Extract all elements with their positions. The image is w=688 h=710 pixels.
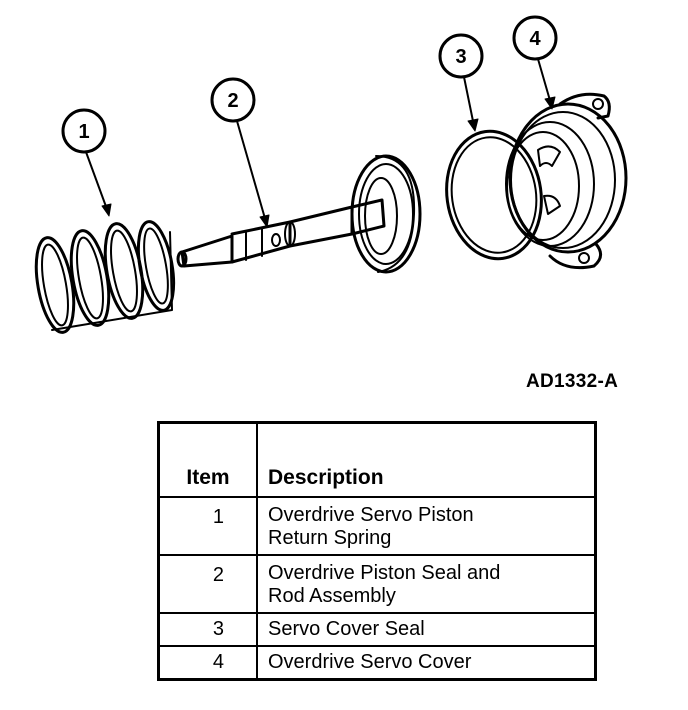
item-number: 1 bbox=[157, 496, 258, 556]
item-number: 4 bbox=[157, 645, 258, 681]
return-spring bbox=[34, 220, 176, 334]
callout-3-label: 3 bbox=[455, 46, 466, 68]
item-description: Servo Cover Seal bbox=[256, 612, 597, 647]
item-description: Overdrive Servo Cover bbox=[256, 645, 597, 681]
parts-illustration: 1 2 3 4 bbox=[34, 15, 628, 334]
table-row: 3 Servo Cover Seal bbox=[157, 612, 597, 647]
callout-2 bbox=[210, 77, 270, 228]
callout-3 bbox=[438, 33, 484, 132]
description-line: Servo Cover Seal bbox=[268, 618, 425, 640]
piston-rod-assembly bbox=[176, 154, 422, 274]
figure-id: AD1332-A bbox=[526, 371, 619, 392]
description-line: Overdrive Piston Seal and bbox=[268, 562, 501, 584]
item-number: 2 bbox=[157, 554, 258, 614]
table-row: 4 Overdrive Servo Cover bbox=[157, 645, 597, 681]
parts-table: Item Description 1 Overdrive Servo Pisto… bbox=[157, 421, 597, 681]
description-column-header: Description bbox=[256, 421, 597, 498]
description-line: Overdrive Servo Cover bbox=[268, 651, 472, 673]
description-line: Return Spring bbox=[268, 527, 392, 549]
table-header-row: Item Description bbox=[157, 421, 597, 498]
servo-cover bbox=[505, 92, 628, 270]
callout-4-label: 4 bbox=[529, 28, 541, 50]
callout-1-label: 1 bbox=[78, 121, 89, 143]
description-line: Rod Assembly bbox=[268, 585, 396, 607]
item-column-header: Item bbox=[157, 421, 258, 498]
item-number: 3 bbox=[157, 612, 258, 647]
callout-1 bbox=[61, 108, 112, 217]
callout-4 bbox=[512, 15, 558, 110]
callout-2-label: 2 bbox=[227, 90, 238, 112]
servo-cover-seal bbox=[445, 129, 543, 261]
description-line: Overdrive Servo Piston bbox=[268, 504, 474, 526]
